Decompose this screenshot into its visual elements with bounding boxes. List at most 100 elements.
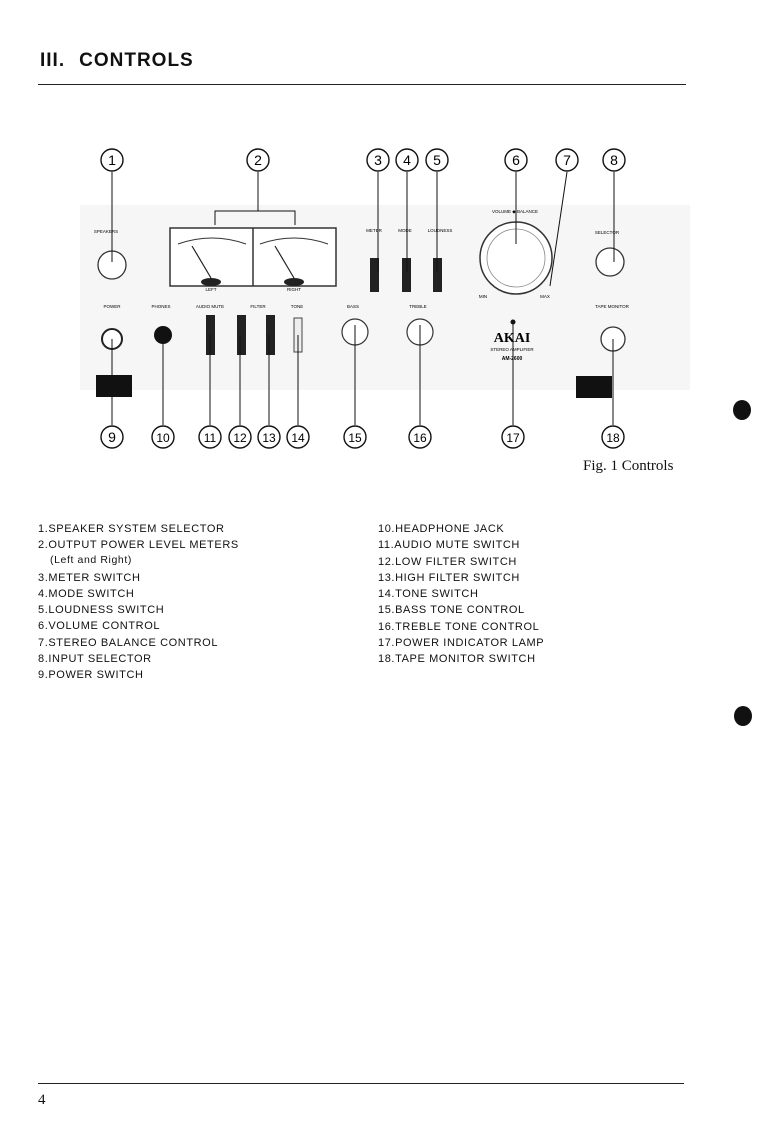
section-number: III.: [40, 50, 66, 71]
volume-max-label: MAX: [540, 294, 550, 299]
callout-circle: [602, 148, 626, 172]
legend-item: 18. TAPE MONITOR SWITCH: [378, 651, 544, 667]
legend-item-text: VOLUME CONTROL: [48, 620, 161, 633]
callout-circle: [366, 148, 390, 172]
legend-item: 8. INPUT SELECTOR: [38, 651, 239, 667]
callout-number: 1: [108, 152, 116, 168]
legend-item-text: BASS TONE CONTROL: [395, 604, 525, 617]
callout-number: 2: [254, 152, 262, 168]
legend-item-number: 17.: [378, 637, 396, 650]
callout-circle: [504, 148, 528, 172]
page-number: 4: [38, 1092, 46, 1108]
legend-item: 14. TONE SWITCH: [378, 586, 544, 602]
callout-circle: [601, 425, 625, 449]
tape-monitor-label: TAPE MONITOR: [595, 304, 630, 309]
legend-item-text: TREBLE TONE CONTROL: [395, 620, 540, 633]
legend-item-number: 9.: [38, 669, 49, 682]
power-button-block: [96, 375, 132, 397]
legend-item-number: 6.: [38, 620, 49, 633]
legend-item-text: MODE SWITCH: [48, 587, 135, 600]
callout-circle: [408, 425, 432, 449]
legend-item-text: STEREO BALANCE CONTROL: [48, 636, 219, 649]
legend-item: 10. HEADPHONE JACK: [378, 521, 544, 537]
callout-number: 10: [156, 431, 170, 445]
callout-circle: [100, 425, 124, 449]
section-heading: III. CONTROLS: [40, 50, 194, 72]
callout-circle: [151, 425, 175, 449]
callout-number: 8: [610, 152, 618, 168]
callout-number: 9: [108, 429, 116, 445]
filter-label: FILTER: [250, 304, 266, 309]
legend-item-subtext: (Left and Right): [50, 553, 132, 566]
stereo-amplifier-label: STEREO AMPLIFIER: [490, 347, 534, 352]
legend-item-number: 11.: [378, 539, 395, 552]
meter-label: METER: [366, 228, 383, 233]
power-label: POWER: [103, 304, 121, 309]
callout-circle: [343, 425, 367, 449]
legend-item-number: 10.: [378, 523, 396, 535]
callout-circle: [198, 425, 222, 449]
legend-item-text: LOW FILTER SWITCH: [395, 555, 517, 568]
callout-number: 6: [512, 152, 520, 168]
legend-item: 7. STEREO BALANCE CONTROL: [38, 635, 239, 651]
legend-item-text: HEADPHONE JACK: [395, 523, 505, 535]
legend-item-number: 14.: [378, 588, 396, 601]
selector-knob: [595, 247, 625, 277]
legend-item: 13. HIGH FILTER SWITCH: [378, 570, 544, 586]
callout-circle: [501, 425, 525, 449]
legend-item-text: TAPE MONITOR SWITCH: [395, 653, 536, 666]
amplifier-front-panel-figure: LEFT RIGHT SPEAKERS METER MODE LOUDNESS …: [80, 148, 690, 449]
callout-circle: [425, 148, 449, 172]
legend-item-number: 5.: [38, 604, 49, 617]
callout-circle: [286, 425, 310, 449]
callout-number: 7: [563, 152, 571, 168]
callout-number: 11: [204, 431, 217, 445]
loudness-label: LOUDNESS: [428, 228, 453, 233]
legend-item-text: POWER INDICATOR LAMP: [395, 637, 545, 650]
legend-item-text: SPEAKER SYSTEM SELECTOR: [48, 523, 225, 535]
callout-circle: [246, 148, 270, 172]
legend-item-number: 16.: [378, 620, 396, 633]
legend-item-text: METER SWITCH: [48, 571, 141, 584]
callout-number: 18: [606, 431, 620, 445]
callout-circle: [228, 425, 252, 449]
mode-label: MODE: [398, 228, 412, 233]
legend-item-number: 13.: [378, 571, 396, 584]
legend-item-number: 15.: [378, 604, 396, 617]
callout-number: 14: [291, 431, 305, 445]
headphone-jack: [154, 326, 172, 344]
legend-item-number: 8.: [38, 653, 49, 666]
callout-number: 15: [348, 431, 362, 445]
legend-item: 6. VOLUME CONTROL: [38, 618, 239, 634]
left-meter-label: LEFT: [205, 287, 216, 292]
callout-circle: [555, 148, 579, 172]
audio-mute-label: AUDIO MUTE: [196, 304, 224, 309]
section-title: CONTROLS: [79, 50, 194, 71]
legend-item-text: TONE SWITCH: [395, 588, 479, 601]
legend-item-text: HIGH FILTER SWITCH: [395, 571, 520, 584]
legend-item: 9. POWER SWITCH: [38, 667, 239, 683]
scan-blot: [733, 400, 751, 420]
legend-item-text: LOUDNESS SWITCH: [48, 604, 165, 617]
legend-item-text: OUTPUT POWER LEVEL METERS: [48, 539, 239, 552]
figure-caption: Fig. 1 Controls: [583, 458, 674, 474]
legend-item: 15. BASS TONE CONTROL: [378, 602, 544, 618]
scan-blot: [734, 706, 752, 726]
top-rule: [38, 84, 686, 85]
callout-circle: [395, 148, 419, 172]
bottom-rule: [38, 1083, 684, 1084]
selector-label: SELECTOR: [595, 230, 620, 235]
meter-mode-loudness-switches: METER MODE LOUDNESS: [366, 228, 452, 292]
legend-item: 1. SPEAKER SYSTEM SELECTOR: [38, 521, 239, 537]
legend-item: 16. TREBLE TONE CONTROL: [378, 619, 544, 635]
callout-number: 5: [433, 152, 441, 168]
legend-item-number: 3.: [38, 571, 49, 584]
legend-item: 11. AUDIO MUTE SWITCH: [378, 537, 544, 553]
legend-item-number: 4.: [38, 587, 49, 600]
callout-number: 12: [233, 431, 247, 445]
callout-number: 13: [262, 431, 276, 445]
phones-label: PHONES: [151, 304, 170, 309]
